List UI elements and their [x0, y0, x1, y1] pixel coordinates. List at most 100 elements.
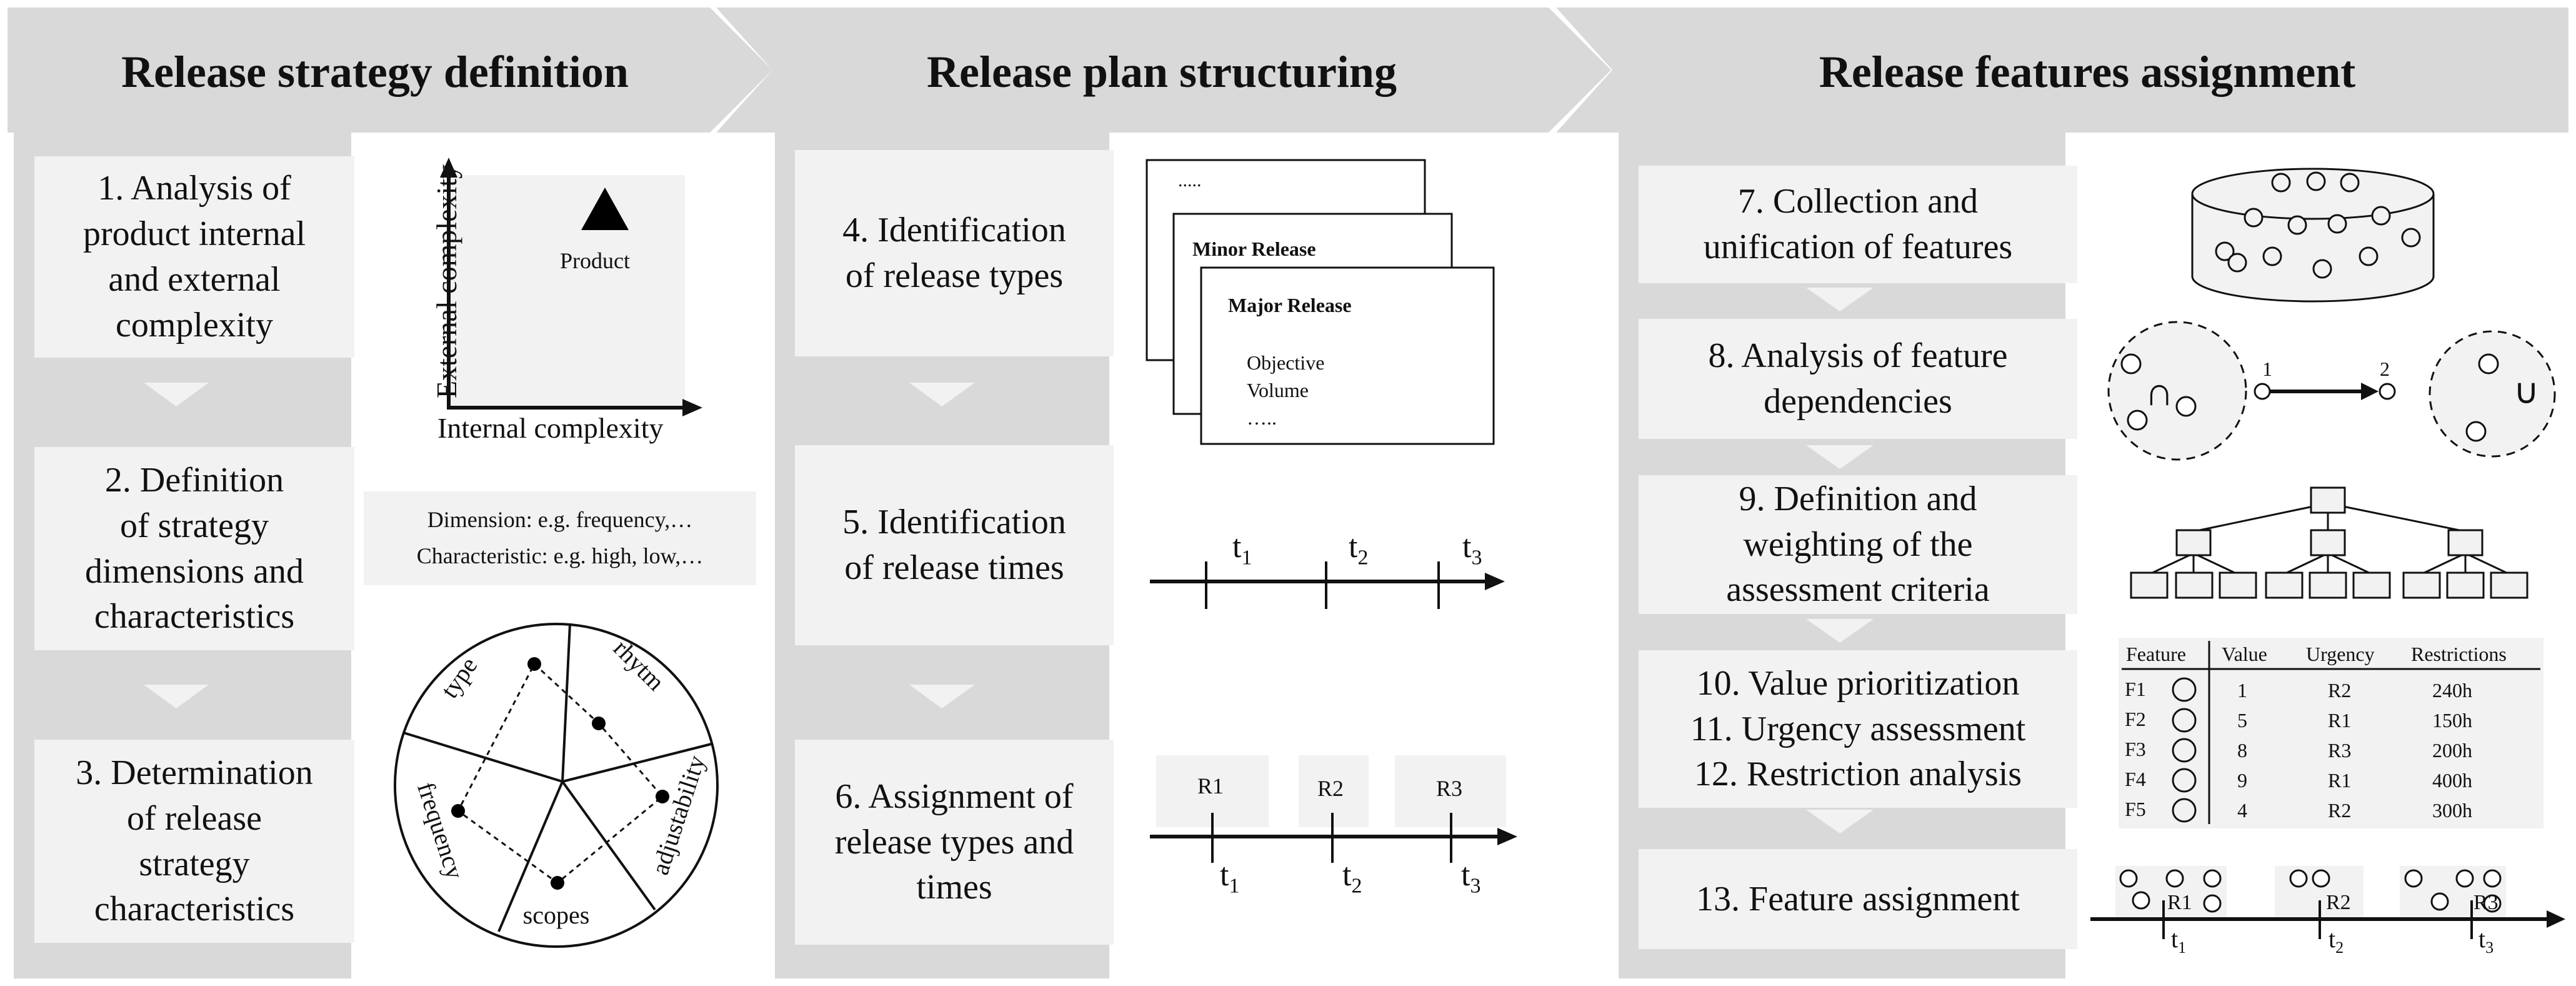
phase-title-plan: Release plan structuring [927, 47, 1397, 97]
step-line: 1. Analysis of [97, 169, 291, 208]
step-line: weighting of the [1743, 525, 1973, 564]
dimension-box [364, 491, 756, 585]
assignment-release-r2: R2 [2326, 891, 2351, 914]
assignment-release-r1: R1 [2167, 891, 2192, 914]
table-cell: 4 [2237, 799, 2247, 822]
table-cell: 400h [2432, 769, 2472, 792]
assignment-time-t3: t3 [2479, 924, 2494, 957]
wheel-divider [497, 781, 564, 932]
time-label-t3: t3 [1462, 528, 1482, 570]
table-cell: F1 [2125, 678, 2146, 700]
release-card-back-text: ..... [1178, 170, 1202, 191]
profile-point [451, 804, 465, 818]
phase-3-chevron [1556, 8, 2569, 133]
release-card-item: ….. [1247, 406, 1277, 429]
step-connector [1806, 445, 1874, 469]
step-line: 13. Feature assignment [1696, 879, 2020, 918]
release-card-item: Objective [1247, 351, 1325, 374]
criteria-tree [2130, 486, 2529, 599]
step-line: times [916, 868, 992, 907]
table-cell: R3 [2328, 739, 2352, 762]
time-subscript: 1 [2178, 938, 2187, 957]
step-line: 9. Definition and [1739, 479, 1977, 518]
assignment-timeline-arrowhead [2547, 910, 2565, 928]
complexity-plot-area [449, 175, 685, 408]
release-card-front [1200, 266, 1495, 445]
step-line: of release times [844, 548, 1064, 587]
profile-point [592, 717, 606, 730]
x-axis-arrowhead [682, 399, 702, 416]
y-axis-arrowhead [440, 158, 457, 178]
release-time-t1: t1 [1220, 857, 1239, 898]
step-line: complexity [116, 305, 273, 345]
time-subscript: 2 [1357, 546, 1369, 570]
step-line: unification of features [1703, 228, 2013, 266]
step-line: of release [126, 798, 262, 838]
profile-point [656, 790, 669, 803]
step-connector [144, 685, 209, 708]
table-cell: 240h [2432, 679, 2472, 702]
table-cell: F5 [2125, 798, 2146, 820]
step-line: 7. Collection and [1737, 182, 1979, 221]
step-connector [909, 383, 975, 406]
wheel-divider [561, 780, 656, 911]
product-marker-triangle [581, 188, 629, 230]
table-cell: 5 [2237, 709, 2247, 732]
step-line: assessment criteria [1726, 570, 1990, 610]
table-cell: F2 [2125, 708, 2146, 730]
step-10-12-box: 10. Value prioritization 11. Urgency asse… [1639, 650, 2077, 808]
step-connector [909, 685, 975, 708]
characteristic-text: Characteristic: e.g. high, low,… [416, 543, 704, 568]
dependency-label-2: 2 [2380, 358, 2390, 380]
table-header-value: Value [2222, 643, 2267, 665]
union-symbol: ∪ [2514, 373, 2539, 411]
step-line: strategy [139, 844, 250, 883]
release-time-t2: t2 [1342, 857, 1362, 898]
time-subscript: 3 [2485, 938, 2494, 957]
table-header-restrictions: Restrictions [2411, 643, 2507, 665]
time-subscript: 1 [1241, 546, 1252, 570]
strategy-profile-polygon [457, 662, 664, 884]
step-line: product internal [82, 214, 306, 254]
step-connector [1806, 288, 1874, 311]
strategy-wheel [394, 623, 719, 948]
wheel-divider [561, 623, 571, 782]
table-cell: F3 [2125, 738, 2146, 760]
table-cell: 8 [2237, 739, 2247, 762]
assignment-time-t1: t1 [2171, 924, 2186, 957]
table-header-feature: Feature [2126, 643, 2186, 665]
assignment-features [2119, 869, 2502, 913]
table-cell: 1 [2237, 679, 2247, 702]
time-letter: t [2171, 925, 2179, 953]
step-7-box: 7. Collection and unification of features [1639, 166, 2077, 283]
step-line: 11. Urgency assessment [1690, 709, 2026, 748]
release-label-r2: R2 [1317, 776, 1344, 801]
step-line: characteristics [94, 890, 295, 929]
phase-2-chevron [716, 8, 1611, 133]
time-subscript: 3 [1471, 546, 1482, 570]
time-label-t2: t2 [1349, 528, 1368, 570]
profile-point [527, 657, 541, 671]
wheel-label-scopes: scopes [522, 901, 590, 929]
step-13-box: 13. Feature assignment [1639, 849, 2077, 949]
step-line: 8. Analysis of feature [1708, 336, 2008, 376]
table-cell: R2 [2328, 679, 2352, 702]
table-cell: R1 [2328, 769, 2352, 792]
assignment-release-r3: R3 [2474, 891, 2499, 914]
table-cell: F4 [2125, 768, 2146, 790]
table-cell: 150h [2432, 709, 2472, 732]
assignment-time-t2: t2 [2329, 924, 2344, 957]
step-line: 6. Assignment of [835, 777, 1074, 816]
time-letter: t [1342, 857, 1352, 893]
wheel-divider [562, 743, 712, 783]
x-axis-label: Internal complexity [437, 412, 664, 444]
step-connector [1806, 619, 1874, 643]
time-letter: t [2329, 925, 2336, 953]
step-line: 10. Value prioritization [1696, 663, 2020, 703]
